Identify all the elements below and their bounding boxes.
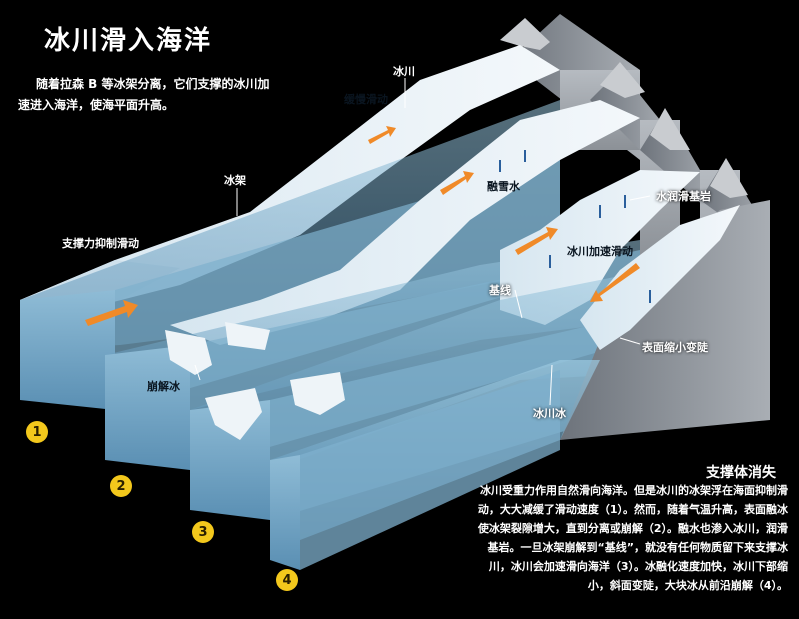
ocean-front-4 [270, 455, 300, 570]
label-glacier: 冰川 [393, 63, 415, 79]
panel-title: 支撑体消失 [706, 462, 776, 482]
label-slow-sliding: 缓慢滑动 [344, 91, 388, 107]
label-collapsed-ice: 崩解冰 [147, 378, 180, 394]
intro-text: 随着拉森 B 等冰架分离，它们支撑的冰川加速进入海洋，使海平面升高。 [18, 74, 273, 116]
label-ice-shelf: 冰架 [224, 172, 246, 188]
panel-body: 冰川受重力作用自然滑向海洋。但是冰川的冰架浮在海面抑制滑动，大大减缓了滑动速度（… [470, 481, 788, 595]
page-title: 冰川滑入海洋 [44, 20, 212, 57]
step-badge-2: 2 [110, 475, 132, 497]
label-steeper: 表面缩小变陡 [642, 339, 708, 355]
ocean-front-1 [20, 290, 115, 410]
label-grounding-line: 基线 [489, 282, 511, 298]
label-lubricate: 水润滑基岩 [656, 188, 711, 204]
label-meltwater: 融雪水 [487, 178, 520, 194]
label-accelerate: 冰川加速滑动 [567, 243, 633, 259]
step-badge-4: 4 [276, 569, 298, 591]
step-badge-1: 1 [26, 421, 48, 443]
label-glacier-ice: 冰川冰 [533, 405, 566, 421]
step-badge-3: 3 [192, 521, 214, 543]
label-buttress: 支撑力抑制滑动 [62, 235, 139, 251]
